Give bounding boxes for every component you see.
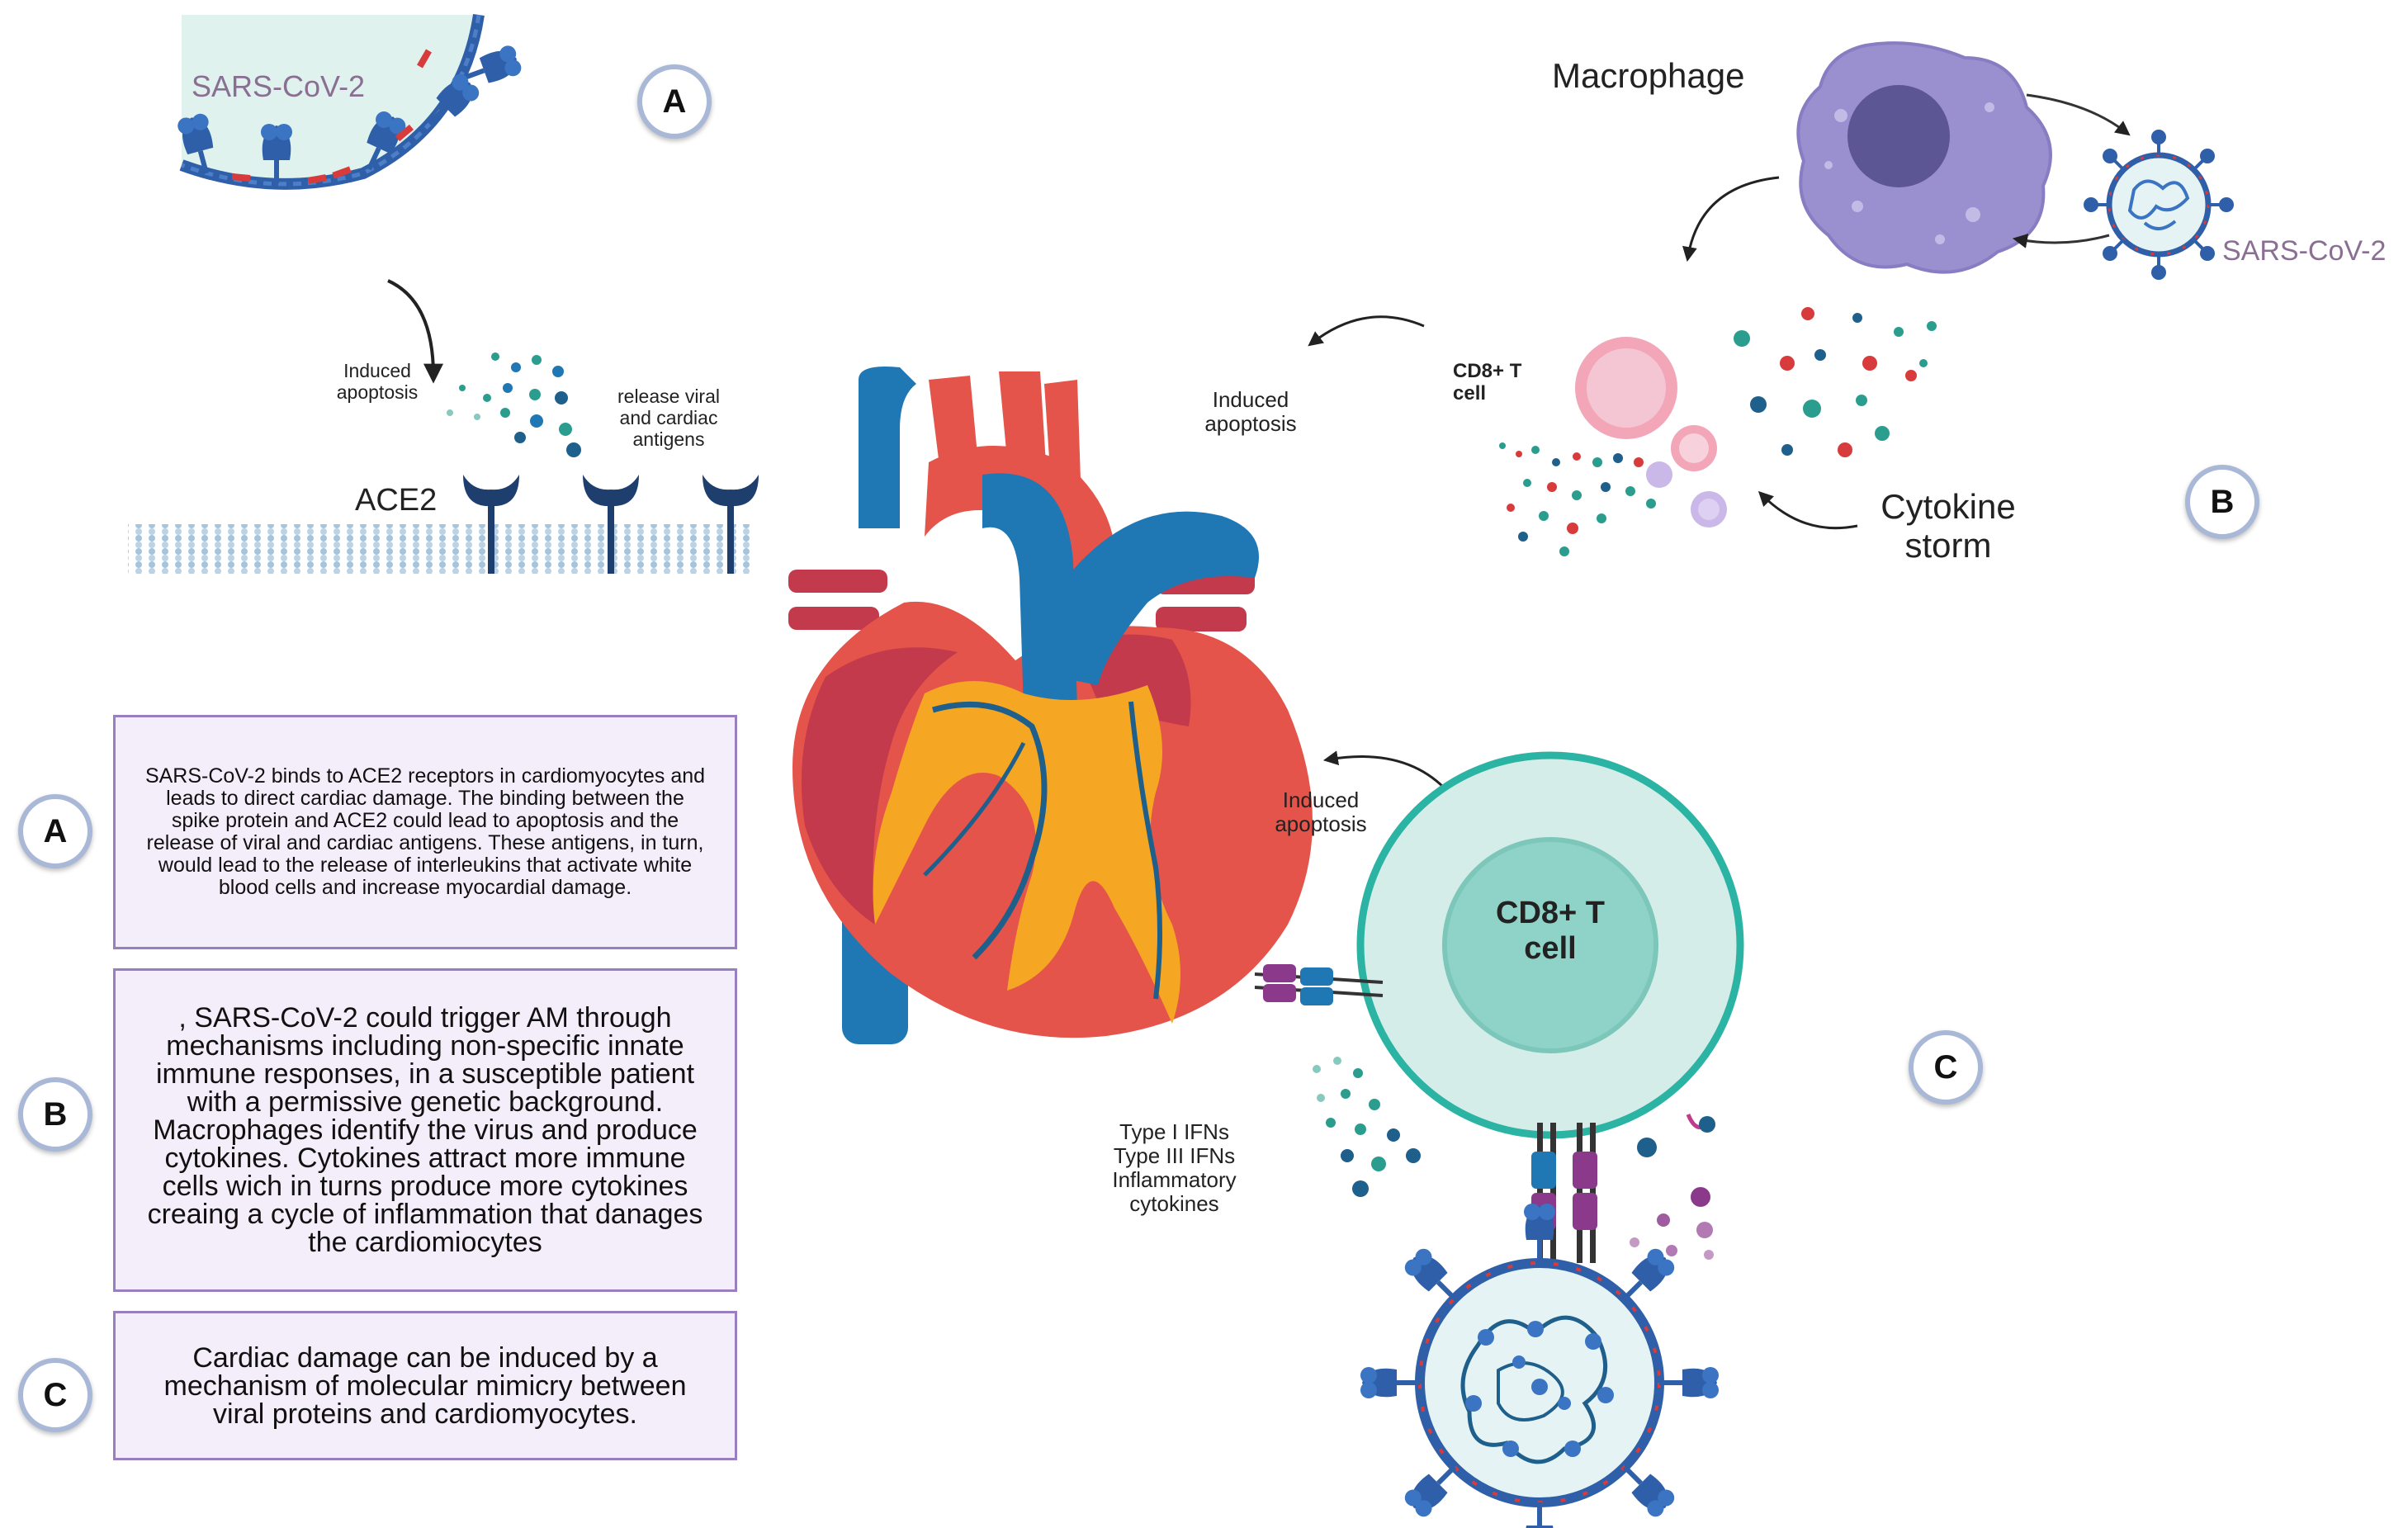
virus-b-illustration <box>2084 130 2234 280</box>
description-box-b: , SARS-CoV-2 could trigger AM through me… <box>113 968 737 1292</box>
cd8-t-cell <box>1356 751 1744 1139</box>
description-box-c: Cardiac damage can be induced by a mecha… <box>113 1311 737 1460</box>
tcr-receptor-heart-link <box>1254 964 1384 1005</box>
arrow-cytokine-storm <box>1758 490 1858 530</box>
induced-apoptosis-a: Induced apoptosis <box>336 360 419 403</box>
arrow-cd8-to-apoptosis <box>1308 315 1425 347</box>
heart-illustration <box>788 367 1313 1044</box>
virus-a-illustration <box>176 13 523 190</box>
release-antigens-label: release viral and cardiac antigens <box>617 386 720 450</box>
macrophage-cell <box>1796 41 2052 274</box>
description-text-b: , SARS-CoV-2 could trigger AM through me… <box>147 1002 703 1258</box>
badge-a-box: A <box>18 794 92 868</box>
cytokine-particles-c <box>1313 1057 1421 1197</box>
cytokine-storm-label: Cytokine storm <box>1881 487 2016 565</box>
badge-b-box: B <box>18 1077 92 1152</box>
induced-apoptosis-b: Induced apoptosis <box>1204 387 1297 437</box>
description-text-c: Cardiac damage can be induced by a mecha… <box>163 1341 687 1430</box>
description-text-a: SARS-CoV-2 binds to ACE2 receptors in ca… <box>144 764 706 899</box>
badge-c-box: C <box>18 1358 92 1432</box>
badge-a-top: A <box>637 64 712 139</box>
arrow-macrophage-to-cytokines <box>1682 176 1780 263</box>
badge-c-top: C <box>1909 1030 1983 1105</box>
virus-label-a: SARS-CoV-2 <box>192 69 366 103</box>
arrow-virus-to-macrophage <box>2012 234 2110 248</box>
badge-b-top: B <box>2185 465 2259 539</box>
arrow-tcell-to-apoptosis <box>1322 750 1446 790</box>
ace2-label: ACE2 <box>355 483 438 518</box>
cd8-label-b: CD8+ T cell <box>1453 360 1522 404</box>
arrow-macrophage-to-virus <box>2026 93 2131 136</box>
surface-receptors-tcell <box>1637 1114 1715 1157</box>
description-box-a: SARS-CoV-2 binds to ACE2 receptors in ca… <box>113 715 737 949</box>
antigen-particles-a <box>447 352 581 457</box>
virus-c-illustration <box>1360 1204 1719 1528</box>
cytokine-particles-b <box>1499 307 1937 556</box>
cell-membrane <box>128 524 755 574</box>
macrophage-label: Macrophage <box>1552 56 1745 95</box>
virus-label-b: SARS-CoV-2 <box>2222 235 2387 267</box>
immune-cells-cluster <box>1575 337 1727 527</box>
induced-apoptosis-c: Induced apoptosis <box>1275 788 1367 837</box>
cd8-cell-label: CD8+ T cell <box>1496 896 1605 966</box>
ifn-cytokines-label: Type I IFNs Type III IFNs Inflammatory c… <box>1112 1119 1237 1217</box>
arrow-virus-to-apoptosis <box>387 279 443 384</box>
